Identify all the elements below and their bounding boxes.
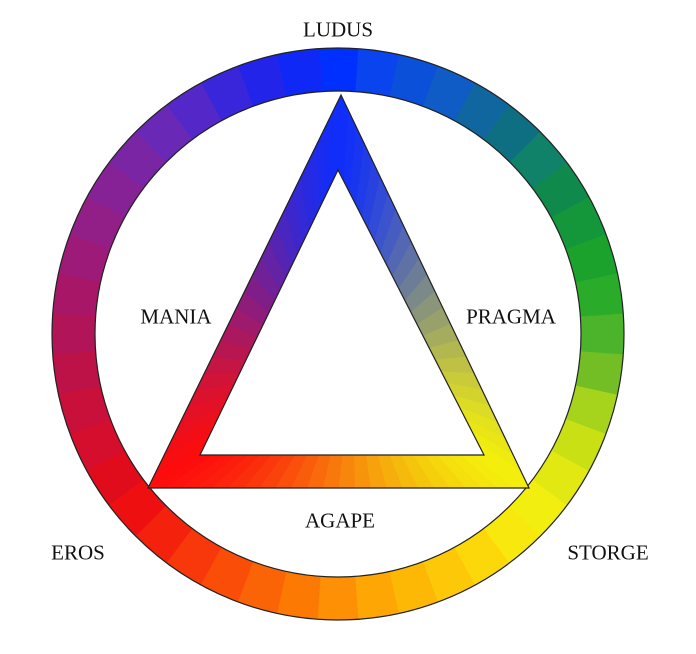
ring-segment (86, 161, 145, 218)
ring-segment (454, 82, 511, 141)
label-eros: EROS (51, 540, 105, 565)
label-ludus: LUDUS (302, 17, 374, 42)
ring-segment (580, 313, 624, 357)
ring-inner-edge (94, 90, 582, 578)
ring-segment (52, 271, 101, 317)
ring-segment (355, 48, 401, 97)
triangle-inner-edge (199, 168, 485, 456)
ring-segment (69, 417, 125, 472)
ring-segment (58, 383, 111, 434)
ring-segment (58, 232, 111, 283)
ring-segment (389, 54, 440, 107)
ring-segment (575, 273, 624, 319)
ring-segment (575, 351, 624, 397)
ring-segment (421, 547, 476, 603)
ring-segment (315, 576, 359, 620)
label-agape: AGAPE (304, 508, 376, 533)
ring-segment (52, 349, 101, 395)
triangle-outer-edge (147, 93, 530, 489)
ring-segment (275, 571, 321, 620)
ring-segment (236, 561, 287, 614)
ring-segment (531, 450, 590, 507)
ring-segment (353, 571, 399, 620)
ring-segment (387, 561, 438, 614)
ring-segment (238, 54, 289, 107)
triangle-segment (324, 111, 334, 194)
label-mania: MANIA (140, 304, 212, 329)
ring-segment (51, 311, 96, 355)
ring-segment (317, 47, 361, 92)
label-storge: STORGE (567, 540, 649, 565)
ring-segment (165, 527, 222, 586)
color-ring (51, 47, 624, 620)
ring-segment (565, 234, 618, 285)
ring-segment (565, 385, 618, 436)
ring-outer-edge (51, 47, 625, 621)
label-pragma: PRAGMA (466, 304, 556, 329)
ring-segment (551, 196, 607, 251)
color-triangle (146, 93, 531, 490)
ring-segment (200, 65, 255, 121)
ring-segment (277, 48, 323, 97)
